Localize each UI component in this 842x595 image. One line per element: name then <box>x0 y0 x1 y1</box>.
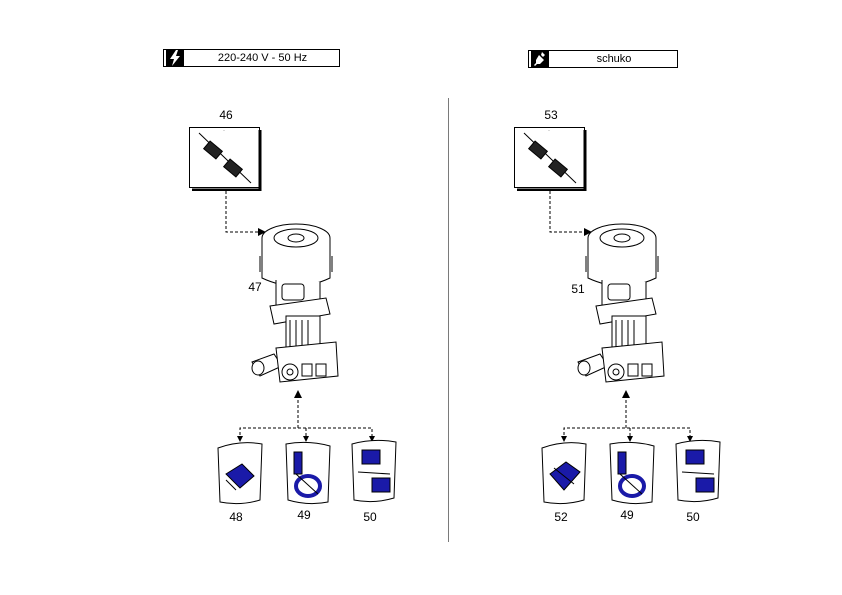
pump-motor-assembly <box>246 216 346 390</box>
plug-label: schuko <box>596 53 632 65</box>
part-number-kit-a: 48 <box>229 510 243 524</box>
seal-kit-bag-c <box>674 438 722 504</box>
voltage-label: 220-240 V - 50 Hz <box>217 52 308 64</box>
part-number-pump: 47 <box>248 280 262 294</box>
svg-text:..: .. <box>223 127 225 132</box>
seal-kit-bag-a <box>216 440 264 506</box>
part-number-top-kit: 46 <box>219 108 233 122</box>
voltage-header: 220-240 V - 50 Hz <box>163 49 340 67</box>
part-number-kit-c: 50 <box>363 510 377 524</box>
part-number-kit-c: 50 <box>686 510 700 524</box>
part-number-top-kit: 53 <box>544 108 558 122</box>
plug-icon <box>531 50 549 68</box>
cable-kit-box: .. <box>189 127 263 191</box>
plug-header: schuko <box>528 50 678 68</box>
seal-kit-bag-a <box>540 440 588 506</box>
part-number-kit-a: 52 <box>554 510 568 524</box>
part-number-pump: 51 <box>571 282 585 296</box>
seal-kit-bag-c <box>350 438 398 504</box>
seal-kit-bag-b <box>284 440 332 506</box>
part-number-kit-b: 49 <box>297 508 311 522</box>
panel-divider <box>448 98 449 542</box>
lightning-icon <box>166 49 184 67</box>
svg-text:..: .. <box>548 127 550 132</box>
pump-motor-assembly <box>572 216 672 390</box>
seal-kit-bag-b <box>608 440 656 506</box>
part-number-kit-b: 49 <box>620 508 634 522</box>
cable-kit-box: .. <box>514 127 588 191</box>
